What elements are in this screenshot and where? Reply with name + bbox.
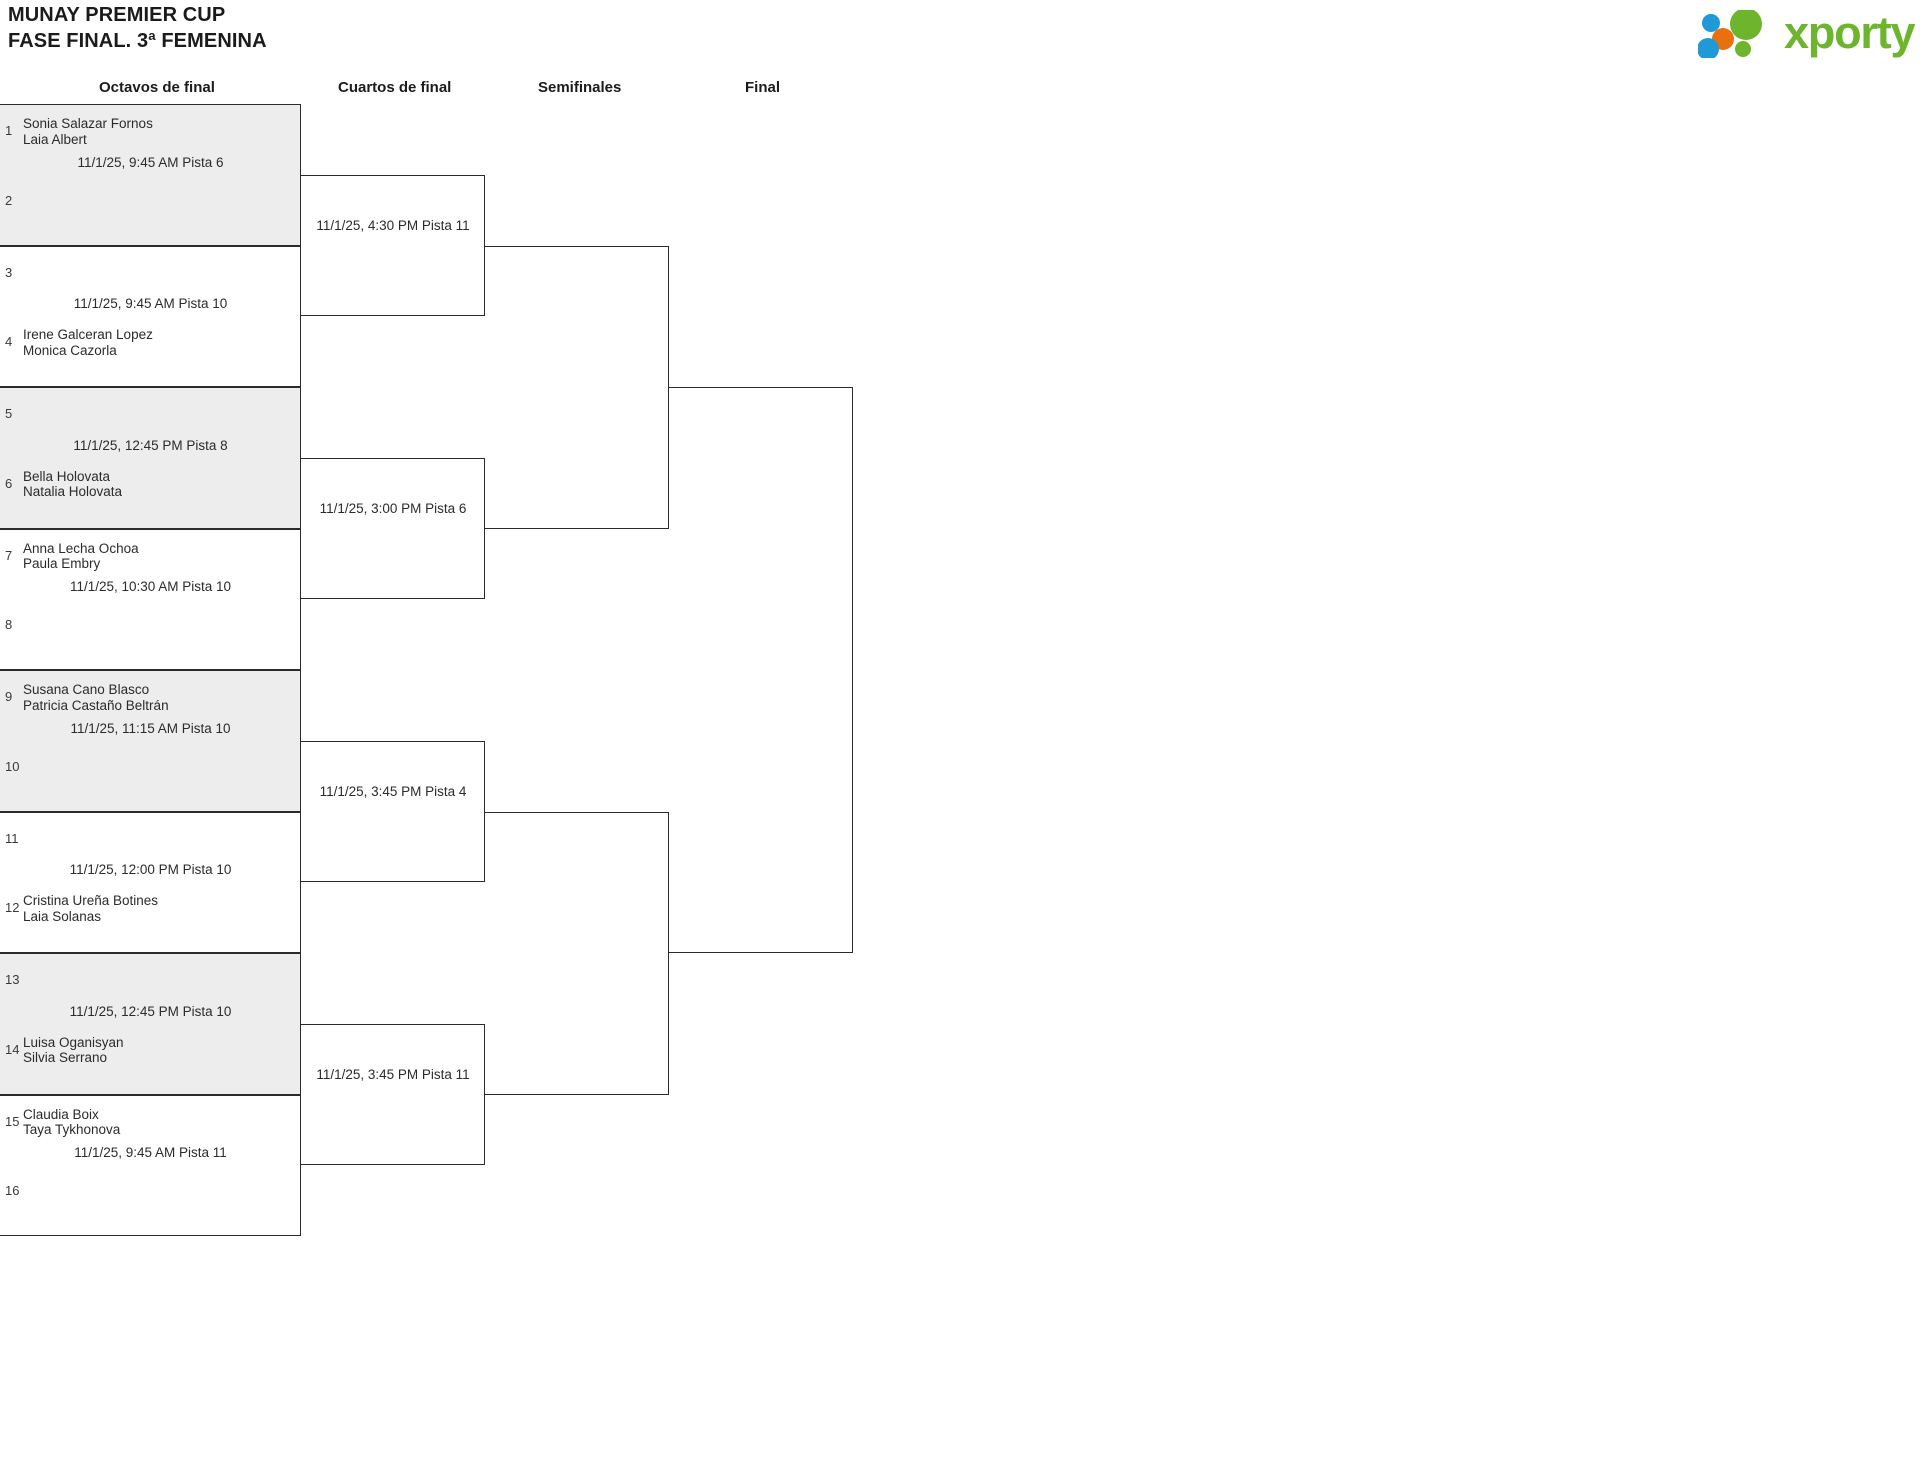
cuartos-match[interactable] (301, 457, 485, 600)
tournament-name: MUNAY PREMIER CUP (8, 4, 226, 26)
bracket-slot[interactable]: 13 (0, 954, 301, 1024)
slot-number: 15 (5, 1113, 20, 1129)
match-info: 11/1/25, 10:30 AM Pista 10 (69, 579, 232, 595)
match-info: 11/1/25, 12:00 PM Pista 10 (69, 862, 232, 878)
bracket-slot[interactable]: 10 (0, 741, 301, 811)
tournament-phase: FASE FINAL. 3ª FEMENINA (8, 30, 267, 52)
player-name: Laia Solanas (23, 908, 102, 924)
player-name: Cristina Ureña Botines (23, 893, 159, 909)
round-header-cuartos: Cuartos de final (338, 79, 452, 96)
slot-number: 4 (5, 334, 13, 350)
player-name: Susana Cano Blasco (23, 682, 150, 697)
slot-number: 10 (5, 758, 20, 774)
player-name: Luisa Oganisyan (23, 1034, 124, 1050)
slot-number: 6 (5, 475, 13, 491)
page-title: MUNAY PREMIER CUP FASE FINAL. 3ª FEMENIN… (8, 2, 267, 54)
round-header-octavos: Octavos de final (99, 79, 215, 96)
match-info: 11/1/25, 12:45 PM Pista 10 (69, 1003, 232, 1019)
xporty-logo: xporty (1662, 6, 1916, 60)
slot-number: 8 (5, 617, 13, 633)
match-info: 11/1/25, 3:45 PM Pista 4 (319, 783, 467, 799)
slot-number: 3 (5, 264, 13, 280)
match-info: 11/1/25, 12:45 PM Pista 8 (73, 437, 228, 453)
page-header: MUNAY PREMIER CUP FASE FINAL. 3ª FEMENIN… (0, 0, 1920, 70)
match-info: 11/1/25, 4:30 PM Pista 11 (316, 217, 470, 233)
player-name: Laia Albert (23, 131, 87, 147)
slot-number: 1 (5, 123, 13, 138)
slot-number: 5 (5, 406, 13, 421)
bracket-slot[interactable]: 5 (0, 388, 301, 458)
logo-dots-icon (1698, 10, 1762, 58)
cuartos-match[interactable] (301, 1023, 485, 1166)
match-info: 11/1/25, 3:00 PM Pista 6 (319, 500, 467, 516)
semifinal-match[interactable] (485, 811, 669, 1095)
semifinal-match[interactable] (485, 245, 669, 529)
player-name: Sonia Salazar Fornos (23, 116, 153, 131)
round-header-final: Final (745, 79, 781, 96)
bracket-slot[interactable]: 8 (0, 599, 301, 669)
player-name: Patricia Castaño Beltrán (23, 697, 169, 713)
match-info: 11/1/25, 11:15 AM Pista 10 (70, 720, 231, 736)
player-name: Natalia Holovata (23, 484, 123, 500)
match-info: 11/1/25, 3:45 PM Pista 11 (316, 1066, 470, 1082)
match-info: 11/1/25, 9:45 AM Pista 6 (77, 154, 224, 170)
slot-number: 12 (5, 900, 20, 916)
match-info: 11/1/25, 9:45 AM Pista 11 (74, 1145, 227, 1161)
slot-number: 7 (5, 547, 13, 563)
slot-number: 13 (5, 972, 20, 987)
player-name: Anna Lecha Ochoa (23, 540, 139, 556)
player-name: Paula Embry (23, 556, 101, 571)
logo-wordmark: xporty (1784, 7, 1916, 58)
slot-number: 16 (5, 1183, 20, 1199)
match-info: 11/1/25, 9:45 AM Pista 10 (73, 296, 228, 312)
player-name: Irene Galceran Lopez (23, 327, 153, 343)
cuartos-match[interactable] (301, 174, 485, 317)
bracket-slot[interactable]: 11 (0, 813, 301, 883)
player-name: Taya Tykhonova (23, 1122, 121, 1137)
player-name: Claudia Boix (23, 1106, 99, 1122)
final-match[interactable] (669, 387, 853, 953)
slot-number: 14 (5, 1041, 20, 1057)
bracket-slot[interactable]: 3 (0, 247, 301, 317)
slot-number: 2 (5, 192, 13, 208)
bracket-slot[interactable]: 2 (0, 175, 301, 245)
player-name: Silvia Serrano (23, 1050, 108, 1066)
slot-number: 11 (5, 830, 19, 846)
bracket-slot[interactable]: 16 (0, 1165, 301, 1235)
player-name: Monica Cazorla (23, 342, 117, 358)
cuartos-match[interactable] (301, 740, 485, 883)
round-header-semifinales: Semifinales (538, 79, 622, 96)
slot-number: 9 (5, 689, 13, 704)
player-name: Bella Holovata (23, 468, 111, 484)
